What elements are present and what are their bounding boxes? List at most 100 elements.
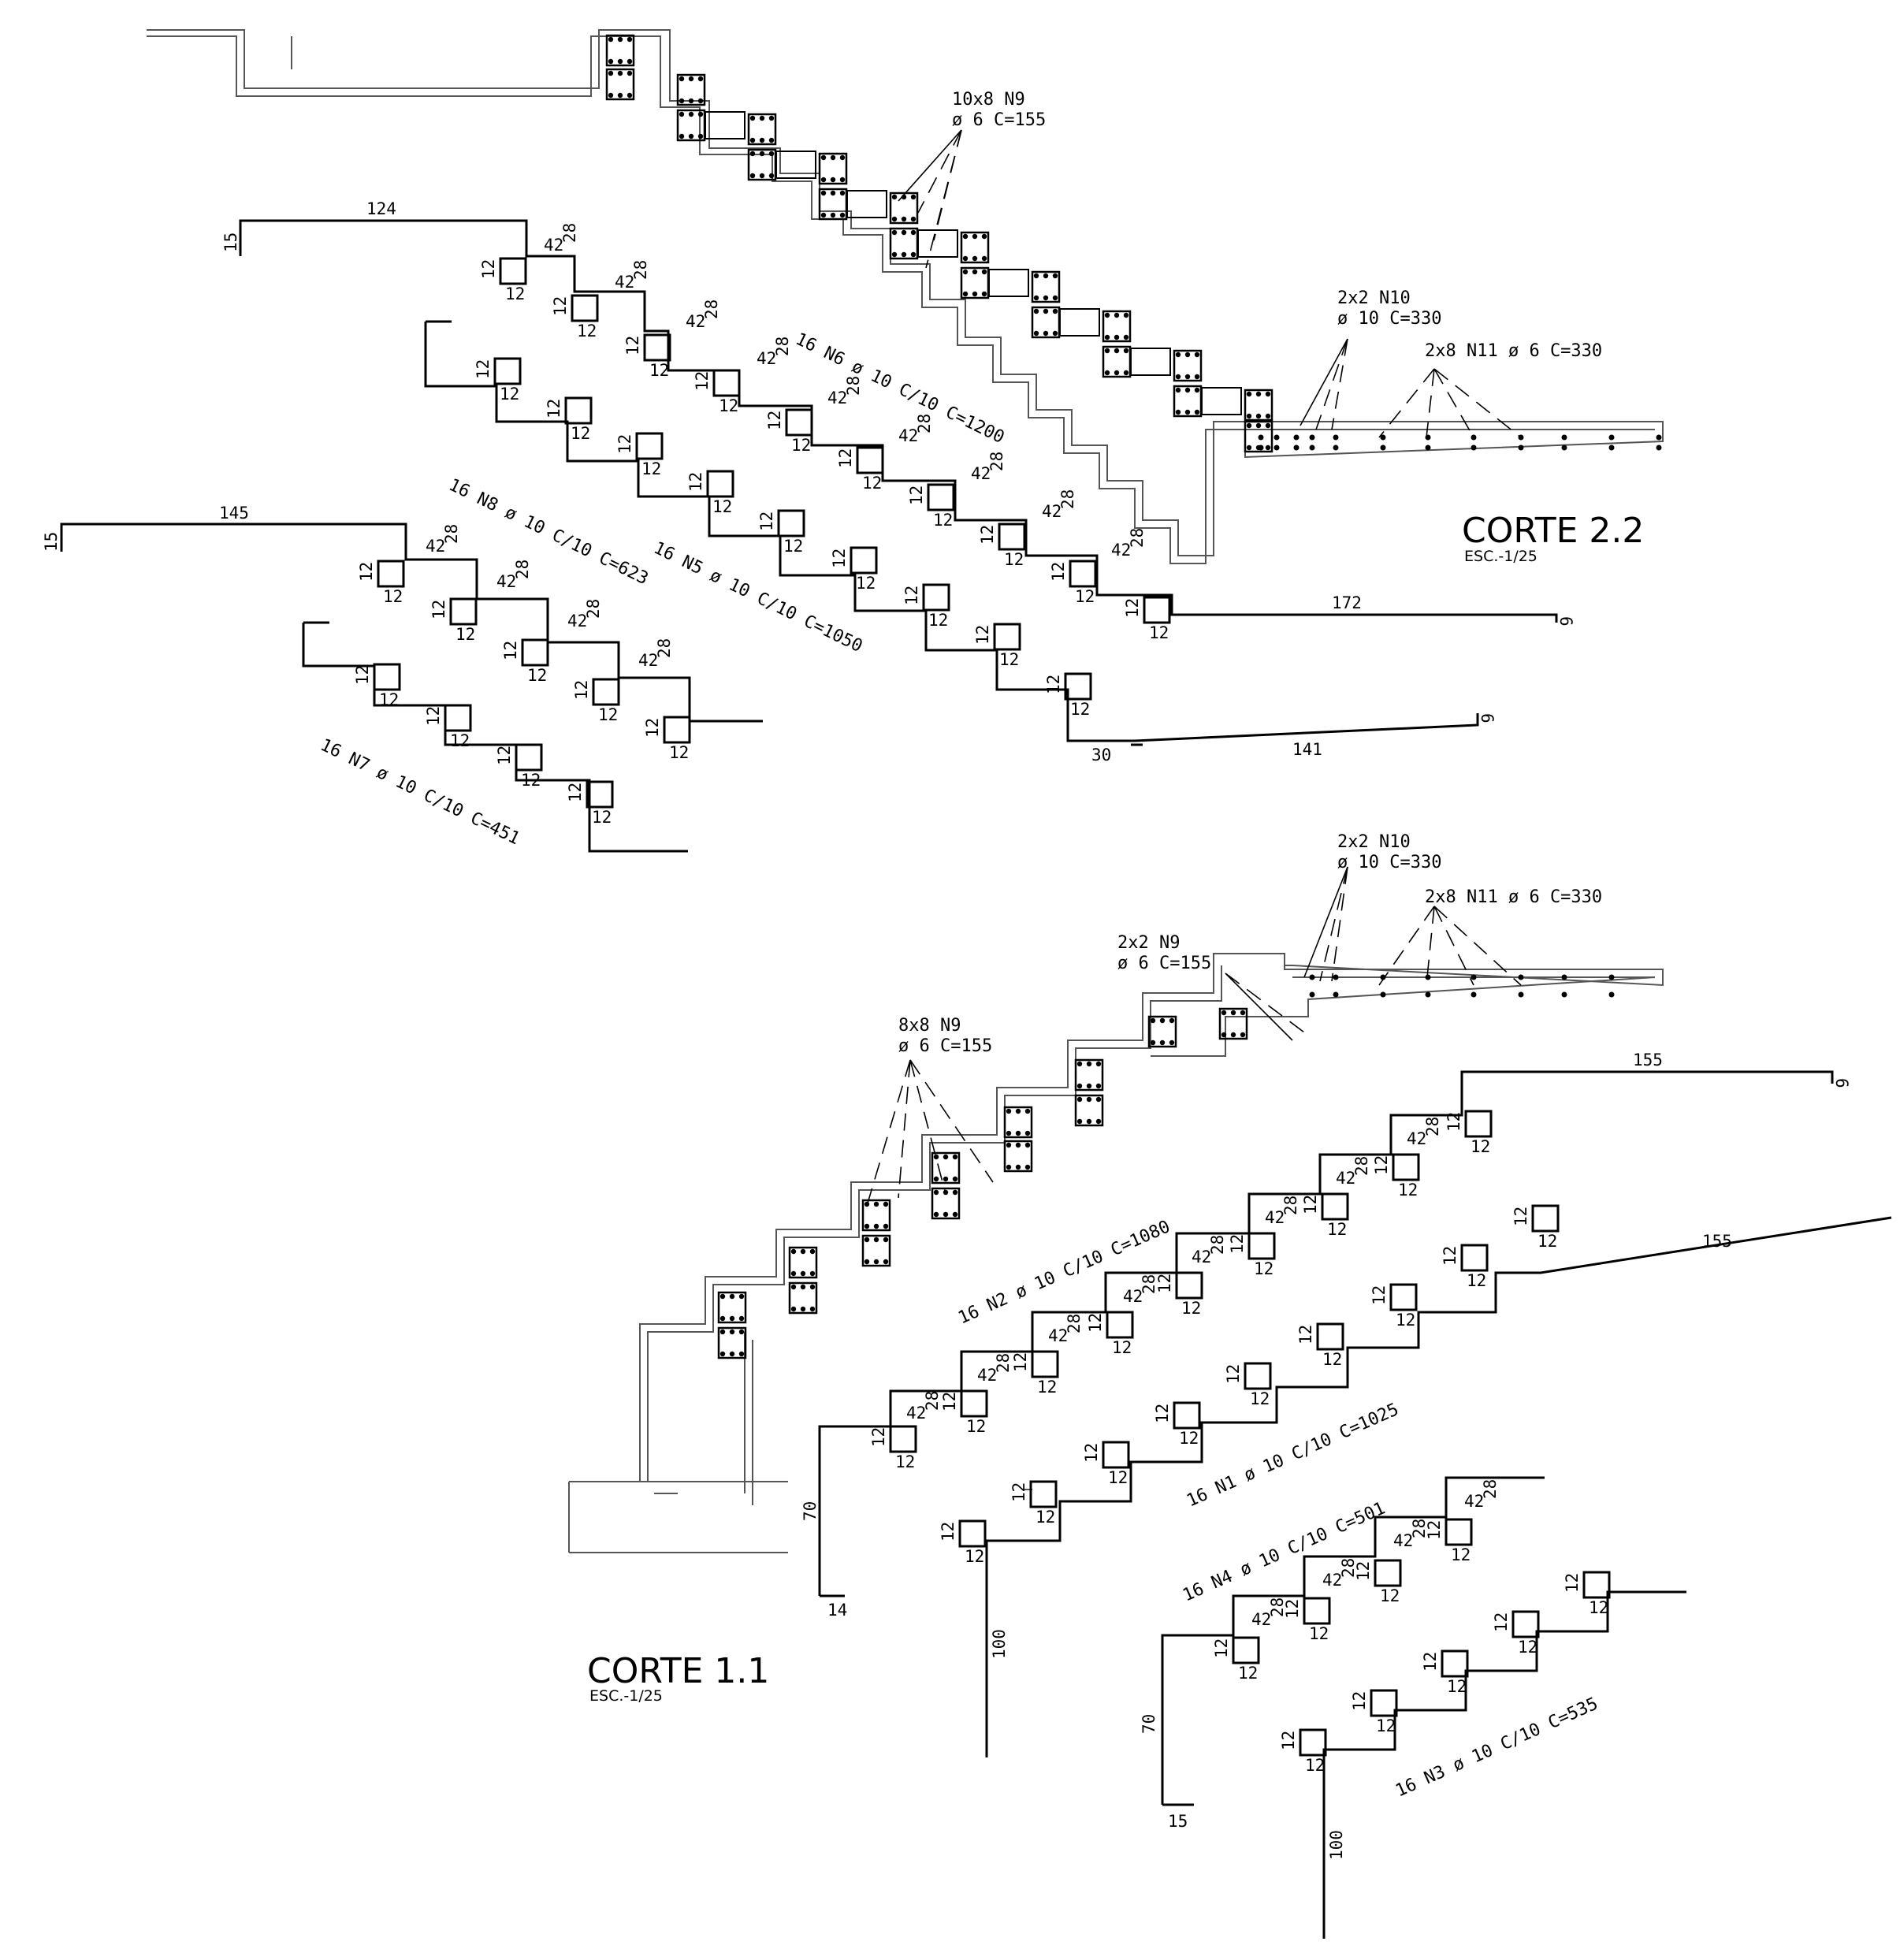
rebar-dot xyxy=(1230,1010,1236,1016)
rebar-dot xyxy=(1175,387,1181,393)
callout-n10-top-line1: 2x2 N10 xyxy=(1337,288,1411,308)
dim-12-below: 12 xyxy=(450,731,470,750)
bar-shapes xyxy=(60,219,1892,1939)
dim-28: 28 xyxy=(442,524,461,544)
dim-12-below: 12 xyxy=(1112,1338,1132,1357)
dim-12-left: 12 xyxy=(757,511,776,531)
rebar-dot xyxy=(1086,1118,1092,1125)
rebar-dot xyxy=(1086,1061,1092,1067)
rebar-dot xyxy=(1255,391,1262,397)
bar-stirrup-square xyxy=(1531,1204,1560,1233)
dim-42: 42 xyxy=(1048,1326,1068,1345)
rebar-dot xyxy=(1015,1142,1021,1148)
rebar-dot xyxy=(1184,387,1191,393)
slab-rebar-dot xyxy=(1333,974,1339,980)
stirrup-group xyxy=(605,34,1273,1359)
rebar-dot xyxy=(1095,1061,1102,1067)
rebar-dot xyxy=(1114,312,1120,318)
rebar-dot xyxy=(933,1189,939,1196)
rebar-dot xyxy=(1240,1032,1246,1038)
dim-12-left: 12 xyxy=(1372,1155,1391,1175)
dim-12-below: 12 xyxy=(598,705,618,724)
rebar-dot xyxy=(688,76,694,82)
rebar-dot xyxy=(873,1237,879,1243)
rebar-dot xyxy=(1095,1096,1102,1103)
dim-12-left: 12 xyxy=(615,434,634,454)
label-n7: 16 N7 ø 10 C/10 C=451 xyxy=(317,735,522,849)
dim-12-left: 12 xyxy=(1086,1313,1105,1333)
rebar-dot xyxy=(839,154,846,161)
dim-28: 28 xyxy=(844,376,863,396)
rebar-dot xyxy=(729,1315,735,1322)
rebar-dot xyxy=(749,115,756,121)
rebar-dot xyxy=(820,190,827,196)
stair-stirrup-horizontal xyxy=(917,229,958,258)
rebar-dot xyxy=(697,133,704,139)
rebar-dot xyxy=(749,137,756,143)
slab-rebar-dot xyxy=(1309,444,1315,451)
dim-12-left: 12 xyxy=(1082,1443,1101,1463)
slab-bar-dots xyxy=(1258,434,1662,998)
dim-12-left: 12 xyxy=(869,1427,888,1447)
stair-stirrup-horizontal xyxy=(1201,387,1242,415)
dim-12-below: 12 xyxy=(1398,1181,1418,1199)
dim-12-left: 12 xyxy=(357,562,376,582)
slab-rebar-dot xyxy=(1608,991,1615,998)
stair-stirrup xyxy=(1003,1106,1033,1139)
bar-stirrup-square xyxy=(1175,1271,1203,1300)
dim-12-left: 12 xyxy=(545,399,563,418)
dim-42: 42 xyxy=(1251,1610,1271,1629)
rebar-dot xyxy=(697,111,704,117)
bar-stirrup-square xyxy=(1441,1649,1469,1678)
callout-n9-small-line2: ø 6 C=155 xyxy=(1117,954,1211,973)
rebar-dot xyxy=(719,1329,726,1335)
dim-28: 28 xyxy=(1208,1235,1227,1255)
corte-2-2-stair xyxy=(147,29,1664,564)
rebar-dot xyxy=(1159,1040,1166,1046)
dim-12-below: 12 xyxy=(1149,623,1169,642)
stair-stirrup xyxy=(931,1151,961,1185)
slab-rebar-dot xyxy=(1471,974,1477,980)
dim-12-below: 12 xyxy=(1037,1378,1057,1397)
dim-12-left: 12 xyxy=(902,586,921,605)
dim-12-below: 12 xyxy=(1070,700,1090,719)
rebar-dot xyxy=(864,1259,870,1265)
rebar-dot xyxy=(1240,1010,1246,1016)
rebar-dot xyxy=(910,251,917,258)
bar-stirrup-square xyxy=(1143,596,1171,624)
dim-42: 42 xyxy=(906,1404,926,1423)
bar-stirrup-square xyxy=(592,678,620,706)
rebar-dot xyxy=(688,111,694,117)
dim-42: 42 xyxy=(977,1366,997,1385)
dim-28: 28 xyxy=(1481,1479,1500,1499)
dim-12-below: 12 xyxy=(1447,1677,1467,1696)
rebar-dot xyxy=(1086,1083,1092,1089)
dim-42: 42 xyxy=(1336,1169,1355,1188)
rebar-dot xyxy=(1033,330,1039,337)
stair-stirrup xyxy=(1102,310,1132,343)
stair-stirrup-horizontal xyxy=(846,190,887,218)
rebar-dot xyxy=(617,58,623,65)
rebar-dot xyxy=(1255,413,1262,419)
rebar-dot xyxy=(891,229,898,236)
rebar-dot xyxy=(864,1237,870,1243)
bar-stirrup-square xyxy=(586,780,614,809)
rebar-dot xyxy=(800,1306,806,1312)
rebar-dot xyxy=(749,173,756,179)
bar-stirrup-square xyxy=(663,716,691,744)
dim-12-below: 12 xyxy=(1309,1624,1329,1643)
rebar-dot xyxy=(1184,409,1191,415)
rebar-dot xyxy=(617,92,623,99)
rebar-dot xyxy=(1052,330,1058,337)
dim-12-below: 12 xyxy=(1518,1638,1537,1657)
dim-12-left: 12 xyxy=(1155,1274,1174,1293)
dim-12-below: 12 xyxy=(1471,1137,1490,1156)
rebar-dot xyxy=(1033,295,1039,301)
bar-stirrup-square xyxy=(571,294,599,322)
dim-12-left: 12 xyxy=(1212,1638,1231,1658)
rebar-dot xyxy=(608,92,614,99)
rebar-dot xyxy=(809,1284,816,1290)
bar-stirrup-square xyxy=(856,446,884,474)
bar-stirrup-square xyxy=(712,369,741,397)
rebar-dot xyxy=(1104,312,1110,318)
